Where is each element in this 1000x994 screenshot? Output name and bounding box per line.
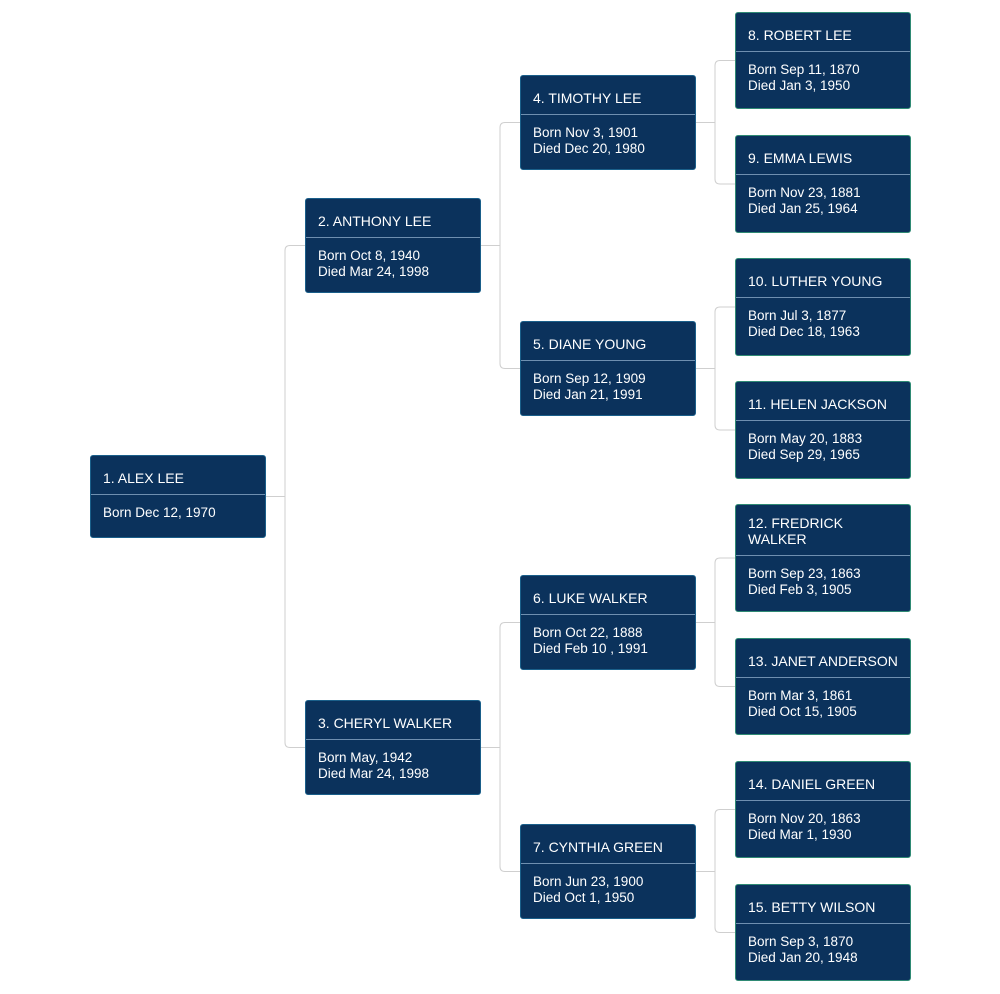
- person-details: Born Nov 20, 1863 Died Mar 1, 1930: [736, 801, 910, 850]
- born-date: Born Nov 3, 1901: [533, 125, 639, 140]
- born-date: Born Nov 23, 1881: [748, 185, 861, 200]
- person-name: 5. DIANE YOUNG: [521, 322, 695, 361]
- person-details: Born Sep 11, 1870 Died Jan 3, 1950: [736, 52, 910, 101]
- died-date: Died Feb 3, 1905: [748, 581, 852, 597]
- born-date: Born Jun 23, 1900: [533, 874, 644, 889]
- person-details: Born Jul 3, 1877 Died Dec 18, 1963: [736, 298, 910, 347]
- connector-7: [696, 809, 735, 933]
- died-date: Died Jan 3, 1950: [748, 77, 851, 93]
- person-details: Born Sep 23, 1863 Died Feb 3, 1905: [736, 556, 910, 605]
- connector-6: [696, 557, 735, 687]
- person-name: 6. LUKE WALKER: [521, 576, 695, 615]
- person-node-10[interactable]: 10. LUTHER YOUNG Born Jul 3, 1877 Died D…: [735, 258, 911, 356]
- connector-3: [481, 622, 520, 872]
- person-name: 14. DANIEL GREEN: [736, 762, 910, 801]
- born-date: Born Nov 20, 1863: [748, 811, 861, 826]
- person-details: Born Dec 12, 1970: [91, 495, 265, 529]
- person-name: 8. ROBERT LEE: [736, 13, 910, 52]
- died-date: Died Oct 15, 1905: [748, 703, 857, 719]
- died-date: Died Mar 1, 1930: [748, 826, 852, 842]
- person-name: 4. TIMOTHY LEE: [521, 76, 695, 115]
- person-details: Born May, 1942 Died Mar 24, 1998: [306, 740, 480, 789]
- person-node-8[interactable]: 8. ROBERT LEE Born Sep 11, 1870 Died Jan…: [735, 12, 911, 109]
- born-date: Born Oct 22, 1888: [533, 625, 643, 640]
- died-date: Died Mar 24, 1998: [318, 765, 430, 781]
- person-node-4[interactable]: 4. TIMOTHY LEE Born Nov 3, 1901 Died Dec…: [520, 75, 696, 170]
- born-date: Born May, 1942: [318, 750, 413, 765]
- person-details: Born Nov 23, 1881 Died Jan 25, 1964: [736, 175, 910, 224]
- person-node-11[interactable]: 11. HELEN JACKSON Born May 20, 1883 Died…: [735, 381, 911, 479]
- person-details: Born Nov 3, 1901 Died Dec 20, 1980: [521, 115, 695, 164]
- born-date: Born Dec 12, 1970: [103, 505, 216, 520]
- person-node-2[interactable]: 2. ANTHONY LEE Born Oct 8, 1940 Died Mar…: [305, 198, 481, 293]
- died-date: Died Feb 10 , 1991: [533, 640, 648, 656]
- person-name: 13. JANET ANDERSON: [736, 639, 910, 678]
- died-date: Died Jan 25, 1964: [748, 200, 858, 216]
- person-name: 7. CYNTHIA GREEN: [521, 825, 695, 864]
- born-date: Born Oct 8, 1940: [318, 248, 421, 263]
- person-node-5[interactable]: 5. DIANE YOUNG Born Sep 12, 1909 Died Ja…: [520, 321, 696, 416]
- person-details: Born Jun 23, 1900 Died Oct 1, 1950: [521, 864, 695, 913]
- person-node-9[interactable]: 9. EMMA LEWIS Born Nov 23, 1881 Died Jan…: [735, 135, 911, 233]
- died-date: Died Dec 20, 1980: [533, 140, 645, 156]
- person-node-1[interactable]: 1. ALEX LEE Born Dec 12, 1970: [90, 455, 266, 538]
- connector-5: [696, 306, 735, 431]
- born-date: Born Sep 3, 1870: [748, 934, 854, 949]
- died-date: Died Jan 20, 1948: [748, 949, 858, 965]
- person-name: 11. HELEN JACKSON: [736, 382, 910, 421]
- person-details: Born Sep 3, 1870 Died Jan 20, 1948: [736, 924, 910, 973]
- died-date: Died Sep 29, 1965: [748, 446, 860, 462]
- person-node-14[interactable]: 14. DANIEL GREEN Born Nov 20, 1863 Died …: [735, 761, 911, 858]
- born-date: Born Sep 23, 1863: [748, 566, 861, 581]
- person-node-15[interactable]: 15. BETTY WILSON Born Sep 3, 1870 Died J…: [735, 884, 911, 981]
- person-details: Born Oct 22, 1888 Died Feb 10 , 1991: [521, 615, 695, 664]
- person-node-3[interactable]: 3. CHERYL WALKER Born May, 1942 Died Mar…: [305, 700, 481, 795]
- person-name: 15. BETTY WILSON: [736, 885, 910, 924]
- person-details: Born Sep 12, 1909 Died Jan 21, 1991: [521, 361, 695, 410]
- connector-1: [266, 245, 305, 748]
- person-name: 12. FREDRICK WALKER: [736, 505, 910, 556]
- person-details: Born Oct 8, 1940 Died Mar 24, 1998: [306, 238, 480, 287]
- person-details: Born Mar 3, 1861 Died Oct 15, 1905: [736, 678, 910, 727]
- born-date: Born Sep 11, 1870: [748, 62, 860, 77]
- person-name: 2. ANTHONY LEE: [306, 199, 480, 238]
- person-node-13[interactable]: 13. JANET ANDERSON Born Mar 3, 1861 Died…: [735, 638, 911, 735]
- died-date: Died Dec 18, 1963: [748, 323, 860, 339]
- born-date: Born Jul 3, 1877: [748, 308, 847, 323]
- born-date: Born May 20, 1883: [748, 431, 863, 446]
- born-date: Born Mar 3, 1861: [748, 688, 853, 703]
- person-name: 3. CHERYL WALKER: [306, 701, 480, 740]
- person-node-7[interactable]: 7. CYNTHIA GREEN Born Jun 23, 1900 Died …: [520, 824, 696, 919]
- connector-4: [696, 60, 735, 185]
- person-name: 9. EMMA LEWIS: [736, 136, 910, 175]
- connector-2: [481, 122, 520, 369]
- person-details: Born May 20, 1883 Died Sep 29, 1965: [736, 421, 910, 470]
- person-node-6[interactable]: 6. LUKE WALKER Born Oct 22, 1888 Died Fe…: [520, 575, 696, 670]
- person-name: 10. LUTHER YOUNG: [736, 259, 910, 298]
- person-name: 1. ALEX LEE: [91, 456, 265, 495]
- person-node-12[interactable]: 12. FREDRICK WALKER Born Sep 23, 1863 Di…: [735, 504, 911, 612]
- died-date: Died Jan 21, 1991: [533, 386, 643, 402]
- died-date: Died Oct 1, 1950: [533, 889, 635, 905]
- died-date: Died Mar 24, 1998: [318, 263, 430, 279]
- born-date: Born Sep 12, 1909: [533, 371, 646, 386]
